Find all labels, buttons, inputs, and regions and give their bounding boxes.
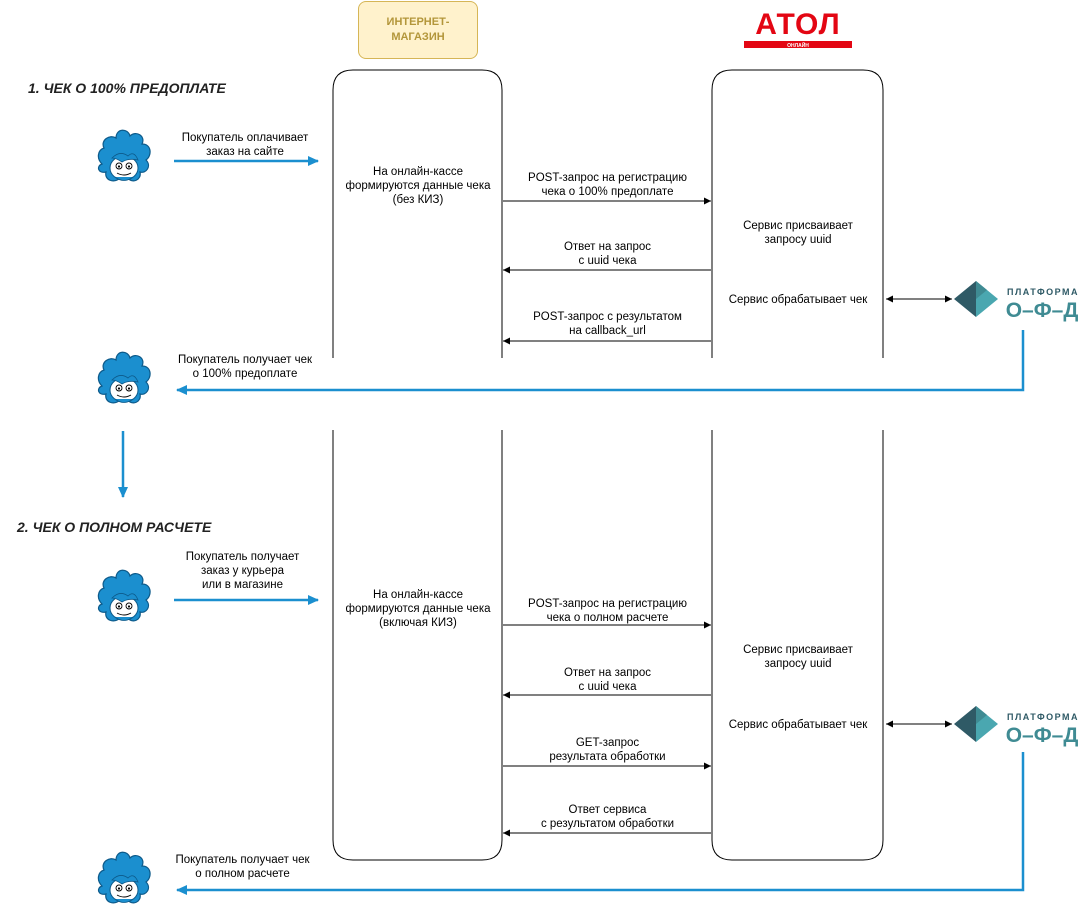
atol-logo-sub: ОНЛАЙН: [787, 41, 809, 49]
ofd-logo: ПЛАТФОРМА О–Ф–Д: [954, 706, 1079, 747]
label-service-answer-2: Ответ сервиса с результатом обработки: [540, 804, 675, 830]
label-buyer-gets: Покупатель получает заказ у курьера или …: [185, 551, 300, 591]
section2-title: 2. ЧЕК О ПОЛНОМ РАСЧЕТЕ: [17, 519, 212, 535]
shop-header: ИНТЕРНЕТ- МАГАЗИН: [358, 1, 478, 59]
label-buyer-receives-1: Покупатель получает чек о 100% предоплат…: [177, 354, 313, 380]
label-service-process-1: Сервис обрабатывает чек: [728, 294, 868, 306]
label-kassa-forms-1: На онлайн-кассе формируются данные чека …: [345, 166, 491, 206]
label-service-process-2: Сервис обрабатывает чек: [728, 719, 868, 731]
label-answer-2: Ответ на запрос с uuid чека: [563, 667, 652, 693]
label-kassa-forms-2: На онлайн-кассе формируются данные чека …: [345, 589, 491, 629]
label-callback-1: POST-запрос с результатом на callback_ur…: [533, 311, 682, 337]
buyer-icon: [97, 351, 151, 404]
label-service-uuid-1: Сервис присваивает запросу uuid: [743, 220, 853, 246]
label-post-register-1: POST-запрос на регистрацию чека о 100% п…: [528, 172, 687, 198]
label-service-uuid-2: Сервис присваивает запросу uuid: [743, 644, 853, 670]
label-post-register-2: POST-запрос на регистрацию чека о полном…: [528, 598, 687, 624]
blue-arrow-receipt-2: [176, 752, 1025, 895]
buyer-icon: [97, 569, 151, 622]
label-get-request-2: GET-запрос результата обработки: [549, 737, 666, 763]
label-buyer-pays: Покупатель оплачивает заказ на сайте: [181, 132, 309, 158]
atol-logo: АТОЛ ОНЛАЙН: [744, 8, 852, 49]
ofd-logo-top: ПЛАТФОРМА: [1007, 712, 1079, 722]
buyer-icon: [97, 851, 151, 904]
ofd-logo: ПЛАТФОРМА О–Ф–Д: [954, 281, 1079, 322]
section1-title: 1. ЧЕК О 100% ПРЕДОПЛАТЕ: [28, 80, 226, 96]
atol-lifeline-top: [711, 69, 884, 358]
ofd-logo-top: ПЛАТФОРМА: [1007, 287, 1079, 297]
label-buyer-receives-2: Покупатель получает чек о полном расчете: [175, 854, 310, 880]
blue-arrow-receipt-1: [176, 330, 1025, 395]
atol-lifeline-bottom: [711, 430, 884, 861]
ofd-logo-main: О–Ф–Д: [1006, 724, 1079, 747]
atol-logo-text: АТОЛ: [755, 8, 840, 41]
shop-lifeline-top: [332, 69, 503, 358]
label-answer-1: Ответ на запрос с uuid чека: [563, 241, 652, 267]
buyer-icon: [97, 129, 151, 182]
ofd-logo-main: О–Ф–Д: [1006, 299, 1079, 322]
shop-lifeline-bottom: [332, 430, 503, 861]
